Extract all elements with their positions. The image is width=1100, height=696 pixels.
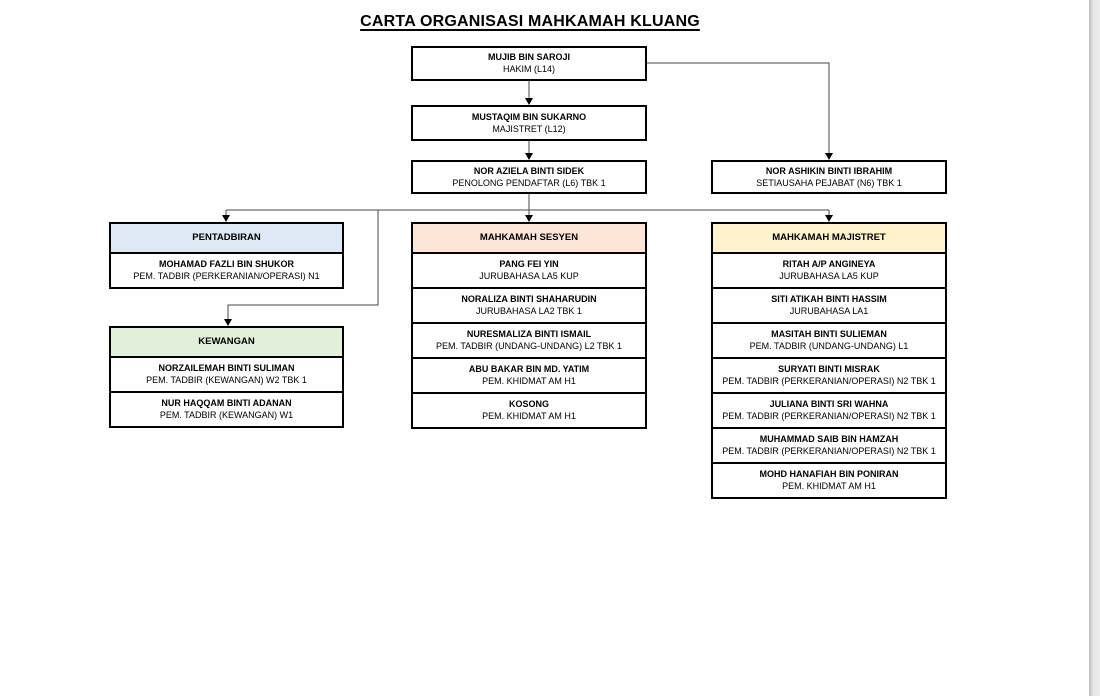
person-name: MUHAMMAD SAIB BIN HAMZAH [759,434,899,444]
section-header-kewangan: KEWANGAN [109,326,344,358]
node-magistrate: MUSTAQIM BIN SUKARNO MAJISTRET (L12) [411,105,647,141]
person-name: SITI ATIKAH BINTI HASSIM [771,294,887,304]
person-role: PEM. TADBIR (PERKERANIAN/OPERASI) N2 TBK… [722,376,936,386]
person-name: SURYATI BINTI MISRAK [778,364,880,374]
person-name: PANG FEI YIN [499,259,559,269]
member-box: NUR HAQQAM BINTI ADANAN PEM. TADBIR (KEW… [109,391,344,428]
section-header-sesyen: MAHKAMAH SESYEN [411,222,647,254]
section-title: MAHKAMAH MAJISTRET [772,232,886,244]
section-header-majistret: MAHKAMAH MAJISTRET [711,222,947,254]
member-box: SITI ATIKAH BINTI HASSIM JURUBAHASA LA1 [711,287,947,324]
person-role: PEM. KHIDMAT AM H1 [482,376,576,386]
member-box: NURESMALIZA BINTI ISMAIL PEM. TADBIR (UN… [411,322,647,359]
person-role: PEM. TADBIR (UNDANG-UNDANG) L1 [749,341,909,351]
member-box: NORZAILEMAH BINTI SULIMAN PEM. TADBIR (K… [109,356,344,393]
person-name: NORZAILEMAH BINTI SULIMAN [158,363,295,373]
person-name: JULIANA BINTI SRI WAHNA [769,399,889,409]
person-role: JURUBAHASA LA5 KUP [479,271,579,281]
member-box: KOSONG PEM. KHIDMAT AM H1 [411,392,647,429]
person-name: MASITAH BINTI SULIEMAN [771,329,887,339]
section-title: MAHKAMAH SESYEN [479,232,579,244]
section-title: KEWANGAN [198,336,255,348]
person-role: PEM. TADBIR (PERKERANIAN/OPERASI) N1 [133,271,320,281]
section-header-pentadbiran: PENTADBIRAN [109,222,344,254]
member-box: MOHD HANAFIAH BIN PONIRAN PEM. KHIDMAT A… [711,462,947,499]
person-name: MUJIB BIN SAROJI [487,52,570,62]
node-judge: MUJIB BIN SAROJI HAKIM (L14) [411,46,647,81]
person-name: RITAH A/P ANGINEYA [782,259,876,269]
person-name: NOR ASHIKIN BINTI IBRAHIM [765,165,893,176]
section-mahkamah-sesyen: MAHKAMAH SESYEN PANG FEI YIN JURUBAHASA … [411,222,647,429]
person-name: MOHD HANAFIAH BIN PONIRAN [759,469,899,479]
person-name: NORALIZA BINTI SHAHARUDIN [461,294,597,304]
person-role: PEM. TADBIR (PERKERANIAN/OPERASI) N2 TBK… [722,411,936,421]
person-role: HAKIM (L14) [502,64,555,74]
person-name: KOSONG [508,399,549,409]
person-role: JURUBAHASA LA5 KUP [779,271,879,281]
person-role: PEM. KHIDMAT AM H1 [482,411,576,421]
person-role: SETIAUSAHA PEJABAT (N6) TBK 1 [756,177,902,188]
person-role: MAJISTRET (L12) [492,123,566,134]
person-role: JURUBAHASA LA2 TBK 1 [476,306,582,316]
document-viewer-edge-strip [1089,0,1100,696]
member-box: MOHAMAD FAZLI BIN SHUKOR PEM. TADBIR (PE… [109,252,344,289]
person-name: NOR AZIELA BINTI SIDEK [473,165,585,176]
member-box: PANG FEI YIN JURUBAHASA LA5 KUP [411,252,647,289]
person-role: PEM. TADBIR (UNDANG-UNDANG) L2 TBK 1 [435,341,623,351]
person-name: MUSTAQIM BIN SUKARNO [471,111,587,122]
person-name: ABU BAKAR BIN MD. YATIM [468,364,590,374]
node-office-secretary: NOR ASHIKIN BINTI IBRAHIM SETIAUSAHA PEJ… [711,160,947,194]
person-role: PEM. TADBIR (KEWANGAN) W2 TBK 1 [146,375,307,385]
person-role: PENOLONG PENDAFTAR (L6) TBK 1 [452,177,606,188]
section-kewangan: KEWANGAN NORZAILEMAH BINTI SULIMAN PEM. … [109,326,344,428]
person-name: NUR HAQQAM BINTI ADANAN [161,398,292,408]
member-box: RITAH A/P ANGINEYA JURUBAHASA LA5 KUP [711,252,947,289]
person-name: NURESMALIZA BINTI ISMAIL [466,329,592,339]
person-role: PEM. TADBIR (PERKERANIAN/OPERASI) N2 TBK… [722,446,936,456]
person-role: PEM. KHIDMAT AM H1 [782,481,876,491]
member-box: MUHAMMAD SAIB BIN HAMZAH PEM. TADBIR (PE… [711,427,947,464]
person-role: PEM. TADBIR (KEWANGAN) W1 [159,410,294,420]
member-box: MASITAH BINTI SULIEMAN PEM. TADBIR (UNDA… [711,322,947,359]
person-name: MOHAMAD FAZLI BIN SHUKOR [159,259,294,269]
person-role: JURUBAHASA LA1 [789,306,869,316]
section-title: PENTADBIRAN [192,232,261,244]
page-title: CARTA ORGANISASI MAHKAMAH KLUANG [360,13,700,30]
member-box: JULIANA BINTI SRI WAHNA PEM. TADBIR (PER… [711,392,947,429]
section-pentadbiran: PENTADBIRAN MOHAMAD FAZLI BIN SHUKOR PEM… [109,222,344,289]
member-box: SURYATI BINTI MISRAK PEM. TADBIR (PERKER… [711,357,947,394]
section-mahkamah-majistret: MAHKAMAH MAJISTRET RITAH A/P ANGINEYA JU… [711,222,947,499]
member-box: NORALIZA BINTI SHAHARUDIN JURUBAHASA LA2… [411,287,647,324]
member-box: ABU BAKAR BIN MD. YATIM PEM. KHIDMAT AM … [411,357,647,394]
node-assistant-registrar: NOR AZIELA BINTI SIDEK PENOLONG PENDAFTA… [411,160,647,194]
